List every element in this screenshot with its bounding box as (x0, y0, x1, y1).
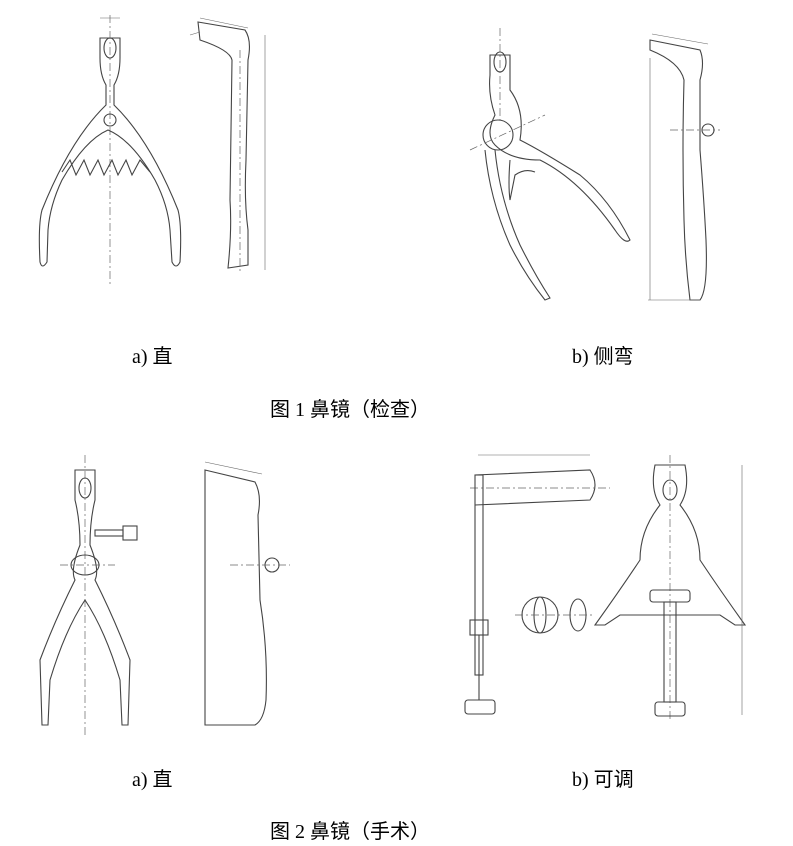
fig1a-side-view (189, 17, 266, 272)
fig2b-front-view (593, 455, 747, 720)
fig1b-front-view (469, 28, 631, 301)
fig2a-caption: a) 直 (132, 769, 173, 791)
fig2b-side-view (464, 454, 610, 715)
fig1b-side-view (648, 33, 720, 301)
fig2a-side-view (204, 461, 290, 726)
fig2b-detail-views (515, 596, 595, 634)
figure2-title: 图 2 鼻镜（手术） (270, 821, 430, 843)
fig1a-caption: a) 直 (132, 346, 173, 368)
fig1a-front-view (38, 15, 182, 285)
fig2a-front-view (39, 455, 138, 735)
fig1b-caption: b) 侧弯 (572, 346, 634, 368)
fig2b-caption: b) 可调 (572, 769, 634, 791)
figure1-title: 图 1 鼻镜（检查） (270, 399, 430, 421)
